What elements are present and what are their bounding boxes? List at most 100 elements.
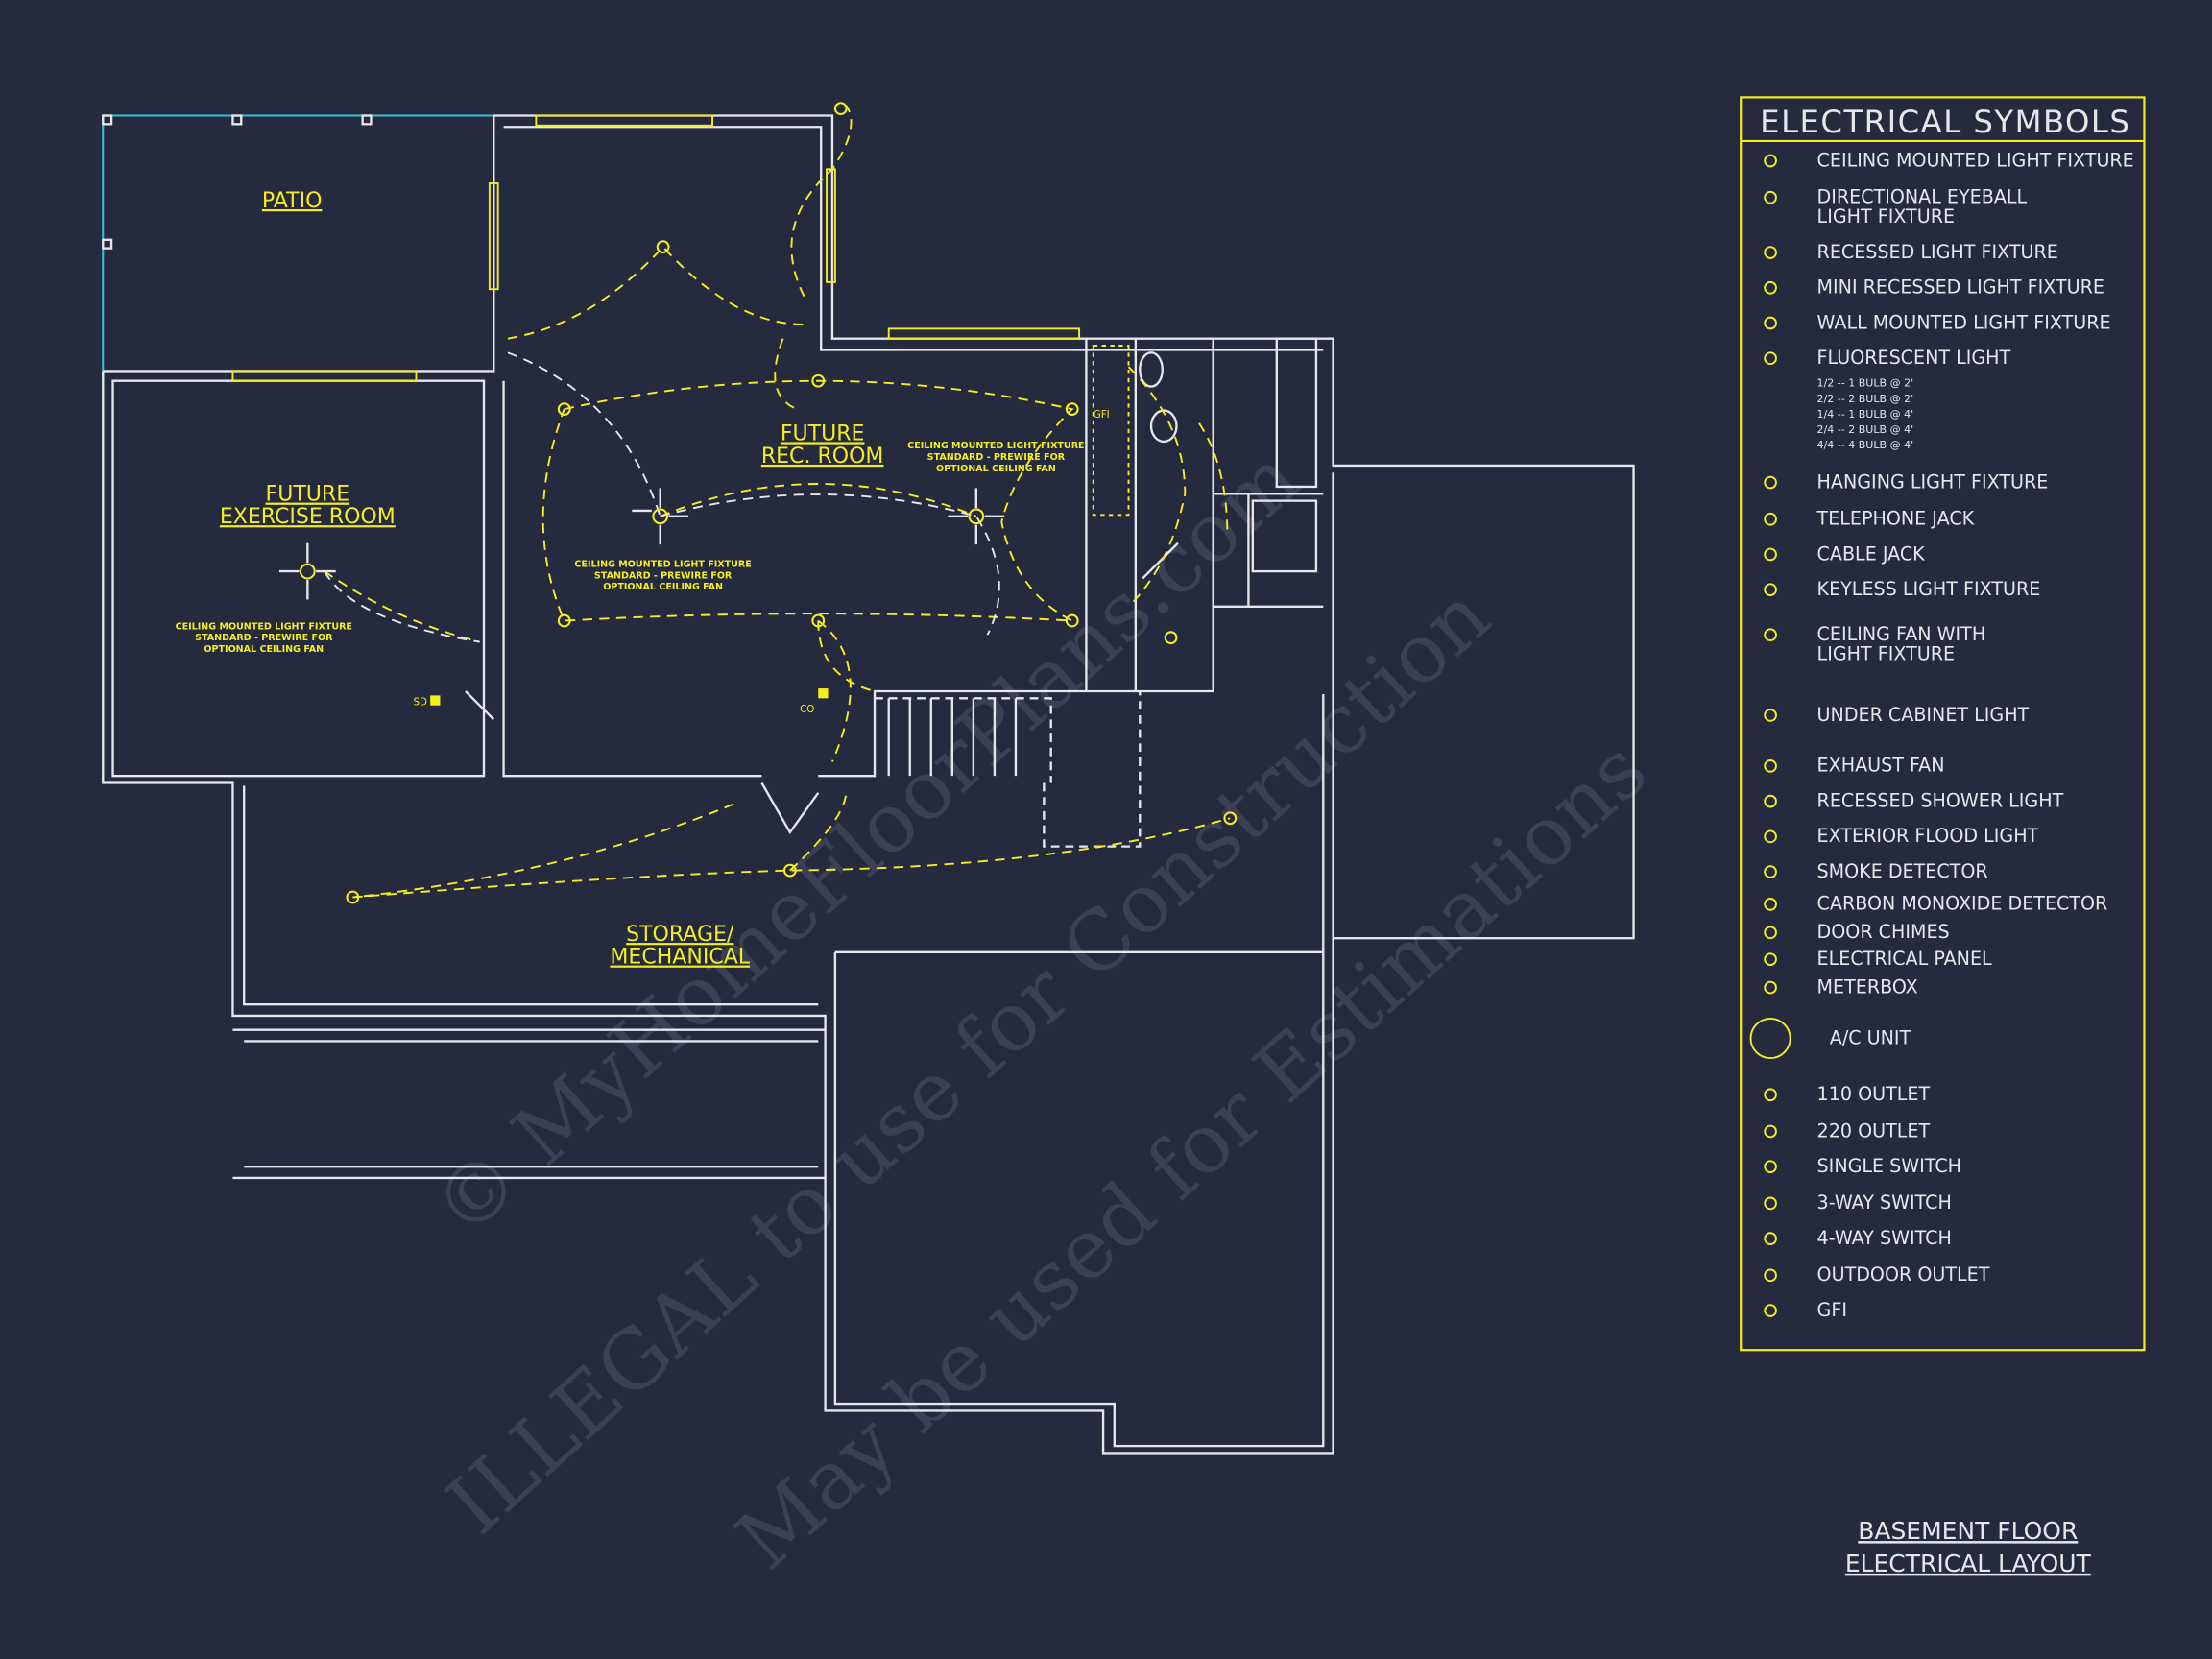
watermark: © MyHomeFloorPlans.com ILLEGAL to use fo… <box>416 431 1666 1588</box>
cable-jack-icon <box>1764 547 1777 562</box>
fluorescent-spec: 1/2 -- 1 BULB @ 2' <box>1817 377 1914 390</box>
legend-item: CARBON MONOXIDE DETECTOR <box>1764 893 2108 915</box>
legend-item: MINI RECESSED LIGHT FIXTURE <box>1764 276 2104 299</box>
legend-label: SINGLE SWITCH <box>1817 1155 1961 1177</box>
gfi-label: GFI <box>1094 409 1110 421</box>
legend-label-line-2: LIGHT FIXTURE <box>1817 643 1955 665</box>
room-label-rec-2: REC. ROOM <box>761 445 884 469</box>
recessed-light-icon <box>1764 246 1777 259</box>
sd-label: SD <box>414 697 428 709</box>
legend-item: 3-WAY SWITCH <box>1764 1191 1952 1214</box>
legend-title: ELECTRICAL SYMBOLS <box>1760 104 2130 140</box>
legend-label-line-2: LIGHT FIXTURE <box>1817 205 1955 228</box>
eyeball-light-icon <box>1764 190 1777 204</box>
legend-item: CABLE JACK <box>1764 542 1926 565</box>
legend-label: A/C UNIT <box>1830 1026 1911 1048</box>
recessed-light-icon <box>557 373 1079 628</box>
legend-item: UNDER CABINET LIGHT <box>1764 704 2030 726</box>
co-detector-icon <box>1764 898 1777 911</box>
ceiling-fan-icon <box>278 542 336 600</box>
svg-text:OPTIONAL CEILING FAN: OPTIONAL CEILING FAN <box>603 582 723 592</box>
legend-label: CARBON MONOXIDE DETECTOR <box>1817 893 2108 915</box>
legend-item: WALL MOUNTED LIGHT FIXTURE <box>1764 311 2111 333</box>
legend-item: RECESSED SHOWER LIGHT <box>1764 789 2064 811</box>
legend-item: SINGLE SWITCH <box>1764 1155 1961 1177</box>
legend-label: DOOR CHIMES <box>1817 921 1950 943</box>
legend-item: METERBOX <box>1764 975 1918 998</box>
smoke-detector-icon <box>818 688 829 699</box>
ceiling-light-icon <box>346 102 1238 904</box>
electrical-symbols-legend: ELECTRICAL SYMBOLS CEILING MOUNTED LIGHT… <box>1740 96 2146 1352</box>
room-label-patio: PATIO <box>262 189 323 213</box>
telephone-jack-icon <box>1764 512 1777 526</box>
drawing-title-line-1: BASEMENT FLOOR <box>1858 1517 2078 1545</box>
legend-label: OUTDOOR OUTLET <box>1817 1263 1990 1286</box>
svg-text:CEILING MOUNTED LIGHT FIXTURE: CEILING MOUNTED LIGHT FIXTURE <box>176 621 352 632</box>
flood-light-icon <box>1764 830 1777 844</box>
legend-label: KEYLESS LIGHT FIXTURE <box>1817 578 2041 600</box>
svg-text:STANDARD - PREWIRE FOR: STANDARD - PREWIRE FOR <box>927 452 1066 463</box>
wall-light-icon <box>1764 316 1777 330</box>
legend-label: WALL MOUNTED LIGHT FIXTURE <box>1817 311 2111 333</box>
legend-item: A/C UNIT <box>1749 1017 1911 1059</box>
ac-unit-icon <box>1749 1017 1791 1059</box>
electrical-panel-icon <box>1764 952 1777 967</box>
room-label-exercise-2: EXERCISE ROOM <box>220 505 396 529</box>
fluorescent-light-icon <box>1764 351 1777 366</box>
outlet-110-icon <box>1764 1088 1777 1102</box>
legend-label: ELECTRICAL PANEL <box>1817 948 1992 970</box>
exhaust-fan-icon <box>1764 759 1777 773</box>
smoke-detector-icon <box>430 695 441 706</box>
ceiling-fan-icon <box>1764 628 1777 642</box>
legend-item: OUTDOOR OUTLET <box>1764 1263 1990 1286</box>
smoke-detector-icon <box>1764 865 1777 878</box>
four-way-switch-icon <box>1764 1232 1777 1245</box>
legend-item: DOOR CHIMES <box>1764 921 1950 943</box>
legend-label: CABLE JACK <box>1817 542 1926 565</box>
legend-label: RECESSED LIGHT FIXTURE <box>1817 241 2058 263</box>
legend-item: 4-WAY SWITCH <box>1764 1227 1952 1249</box>
legend-item: 220 OUTLET <box>1764 1119 1931 1142</box>
legend-label: RECESSED SHOWER LIGHT <box>1817 789 2064 811</box>
ceiling-fan-icon <box>948 488 1005 545</box>
svg-text:STANDARD - PREWIRE FOR: STANDARD - PREWIRE FOR <box>594 570 733 581</box>
hanging-light-icon <box>1764 475 1777 490</box>
legend-item: FLUORESCENT LIGHT 1/2 -- 1 BULB @ 2' 2/2 -… <box>1764 347 2011 451</box>
svg-text:OPTIONAL CEILING FAN: OPTIONAL CEILING FAN <box>936 464 1056 474</box>
legend-label: FLUORESCENT LIGHT <box>1817 347 2011 369</box>
legend-label: 4-WAY SWITCH <box>1817 1227 1952 1249</box>
drawing-title-line-2: ELECTRICAL LAYOUT <box>1845 1550 2092 1577</box>
legend-label: HANGING LIGHT FIXTURE <box>1817 470 2049 493</box>
legend-label: 220 OUTLET <box>1817 1119 1931 1142</box>
three-way-switch-icon <box>1764 1196 1777 1211</box>
legend-label: MINI RECESSED LIGHT FIXTURE <box>1817 276 2104 299</box>
room-label-storage-1: STORAGE/ <box>626 923 734 947</box>
legend-item: ELECTRICAL PANEL <box>1764 948 1992 970</box>
legend-item: RECESSED LIGHT FIXTURE <box>1764 241 2058 263</box>
fluorescent-spec: 1/4 -- 1 BULB @ 4' <box>1817 408 1914 421</box>
legend-label: CEILING FAN WITH <box>1817 623 1986 645</box>
room-label-rec-1: FUTURE <box>781 421 865 445</box>
legend-label: GFI <box>1817 1299 1847 1321</box>
legend-label: 3-WAY SWITCH <box>1817 1191 1952 1214</box>
legend-label: SMOKE DETECTOR <box>1817 860 1988 882</box>
svg-text:CEILING MOUNTED LIGHT FIXTURE: CEILING MOUNTED LIGHT FIXTURE <box>907 441 1084 451</box>
legend-item: 110 OUTLET <box>1764 1083 1930 1105</box>
fluorescent-spec: 4/4 -- 4 BULB @ 4' <box>1817 439 1914 451</box>
fluorescent-spec: 2/4 -- 2 BULB @ 4' <box>1817 423 1914 436</box>
windows <box>231 114 1130 517</box>
legend-label: UNDER CABINET LIGHT <box>1817 704 2030 726</box>
legend-label: TELEPHONE JACK <box>1816 508 1975 530</box>
legend-item: GFI <box>1764 1299 1847 1321</box>
fluorescent-spec: 2/2 -- 2 BULB @ 2' <box>1817 393 1914 405</box>
room-label-exercise-1: FUTURE <box>266 483 350 507</box>
legend-label: EXTERIOR FLOOD LIGHT <box>1817 825 2039 847</box>
under-cabinet-light-icon <box>1764 709 1777 722</box>
legend-item: CEILING MOUNTED LIGHT FIXTURE <box>1764 149 2134 171</box>
legend-item: EXTERIOR FLOOD LIGHT <box>1764 825 2039 847</box>
svg-text:STANDARD - PREWIRE FOR: STANDARD - PREWIRE FOR <box>195 633 333 643</box>
